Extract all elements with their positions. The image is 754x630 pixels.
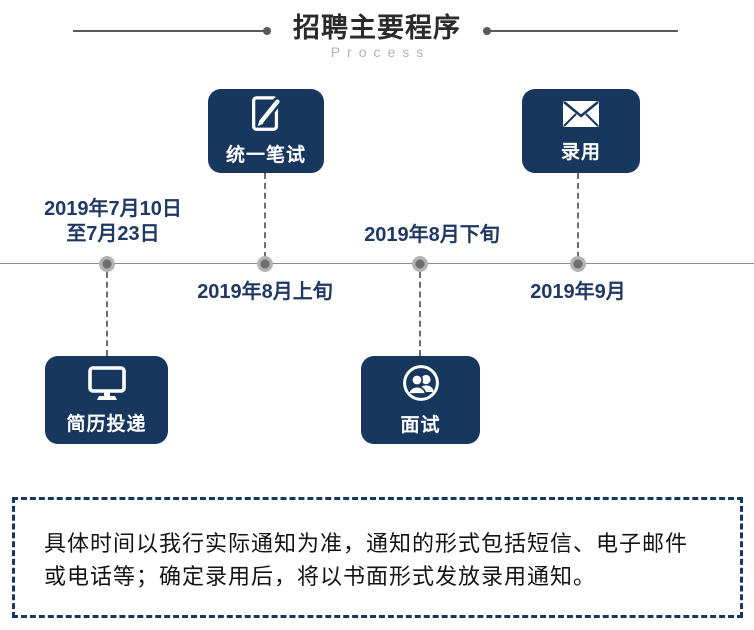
milestone-label: 面试 <box>400 415 441 436</box>
timeline-dot-written-test <box>257 256 273 272</box>
date-line: 至7月23日 <box>66 223 160 245</box>
milestone-box-resume: 简历投递 <box>45 356 168 444</box>
monitor-icon <box>86 364 128 402</box>
milestone-box-interview: 面试 <box>361 356 480 444</box>
date-line: 2019年7月10日 <box>44 198 182 220</box>
connector-written-test <box>264 173 266 258</box>
connector-resume <box>106 272 108 356</box>
envelope-icon <box>560 98 602 130</box>
title-divider-left-line <box>73 30 265 32</box>
notice-text-line: 具体时间以我行实际通知为准，通知的形式包括短信、电子邮件 <box>44 531 689 556</box>
date-line: 2019年8月下旬 <box>364 224 500 246</box>
title-divider-right-line <box>486 30 678 32</box>
people-icon <box>401 363 441 403</box>
date-written-test: 2019年8月上旬 <box>172 280 358 305</box>
date-offer: 2019年9月 <box>483 280 673 305</box>
notice-box: 具体时间以我行实际通知为准，通知的形式包括短信、电子邮件 或电话等；确定录用后，… <box>12 497 743 618</box>
timeline-dot-offer <box>570 256 586 272</box>
milestone-label: 录用 <box>560 142 601 163</box>
milestone-label: 统一笔试 <box>225 145 306 166</box>
timeline-axis <box>0 263 754 264</box>
timeline-dot-resume <box>99 256 115 272</box>
pen-document-icon <box>247 95 285 133</box>
milestone-label: 简历投递 <box>66 414 147 435</box>
notice-text-line: 或电话等；确定录用后，将以书面形式发放录用通知。 <box>44 564 597 589</box>
connector-interview <box>419 272 421 356</box>
milestone-box-written-test: 统一笔试 <box>208 89 324 173</box>
date-interview: 2019年8月下旬 <box>339 223 525 248</box>
milestone-box-offer: 录用 <box>522 89 640 173</box>
page-title: 招聘主要程序 <box>293 13 461 43</box>
title-divider-left-dot <box>263 27 271 35</box>
date-line: 2019年9月 <box>530 281 626 303</box>
connector-offer <box>577 173 579 258</box>
date-resume: 2019年7月10日 至7月23日 <box>18 197 208 247</box>
timeline-dot-interview <box>412 256 428 272</box>
date-line: 2019年8月上旬 <box>197 281 333 303</box>
page-subtitle: Process <box>330 44 431 60</box>
